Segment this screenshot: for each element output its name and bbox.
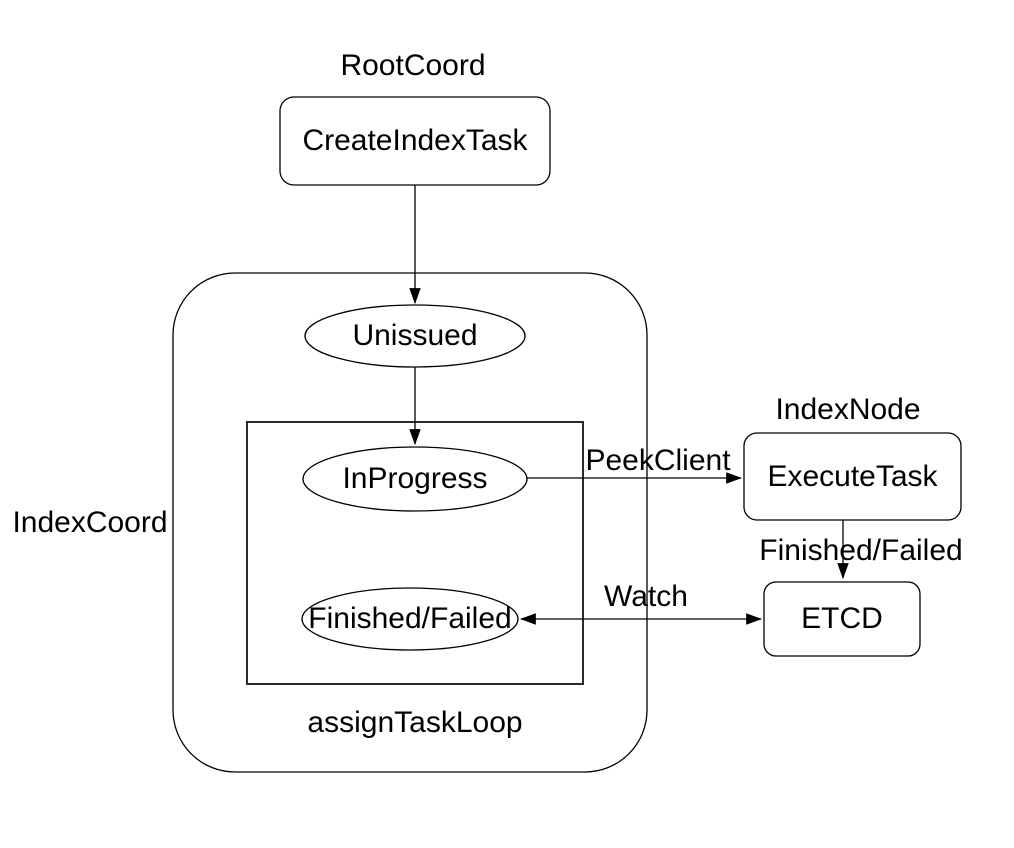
index-coord-container [172, 272, 648, 773]
finished-failed-node [301, 587, 519, 651]
index-node-label: IndexNode [775, 393, 921, 426]
in-progress-label: InProgress [342, 462, 488, 495]
index-coord-label: IndexCoord [12, 506, 168, 539]
peek-client-edge-label: PeekClient [585, 444, 731, 477]
in-progress-node [302, 446, 528, 512]
etcd-node [763, 581, 921, 657]
execute-task-node [743, 432, 962, 521]
watch-edge-label: Watch [604, 580, 688, 613]
execute-task-label: ExecuteTask [767, 459, 938, 493]
unissued-label: Unissued [352, 319, 478, 352]
assign-task-loop-label: assignTaskLoop [307, 706, 523, 739]
etcd-label: ETCD [801, 602, 883, 635]
finished-failed-edge-label: Finished/Failed [759, 534, 963, 567]
finished-failed-label: Finished/Failed [308, 602, 512, 635]
root-coord-label: RootCoord [340, 49, 486, 82]
create-index-task-label: CreateIndexTask [302, 124, 528, 157]
